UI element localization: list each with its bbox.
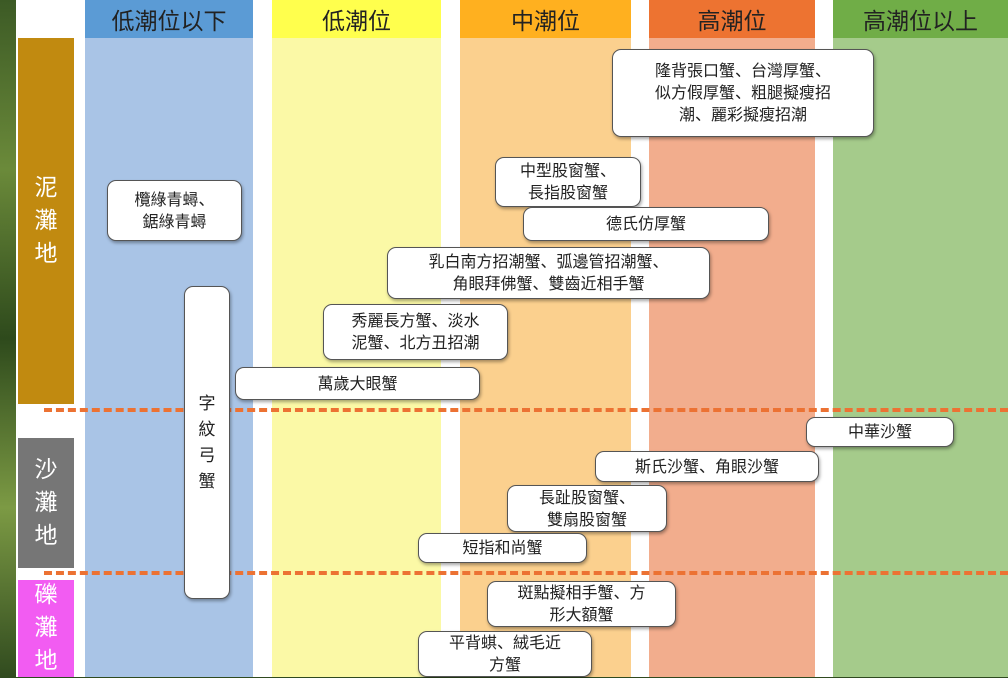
header-high-tide: 高潮位 xyxy=(649,0,815,38)
header-low-tide: 低潮位 xyxy=(272,0,441,38)
species-label: 秀麗長方蟹、淡水 泥蟹、北方丑招潮 xyxy=(323,304,508,360)
species-label: 中華沙蟹 xyxy=(806,417,954,447)
zone-mudflat: 泥 灘 地 xyxy=(18,38,74,404)
divider-mud-sand xyxy=(44,408,1008,412)
zone-mudflat-char: 泥 xyxy=(34,174,58,201)
species-label: 欖綠青蟳、 鋸綠青蟳 xyxy=(107,180,242,241)
species-label: 平背蜞、絨毛近 方蟹 xyxy=(418,631,592,677)
header-above-high-tide: 高潮位以上 xyxy=(833,0,1008,38)
species-label: 斑點擬相手蟹、方 形大額蟹 xyxy=(487,581,676,627)
header-below-low-tide: 低潮位以下 xyxy=(85,0,253,38)
zone-sandflat-char: 沙 xyxy=(34,456,58,483)
species-label: 萬歲大眼蟹 xyxy=(235,367,480,400)
species-label: 長趾股窗蟹、 雙扇股窗蟹 xyxy=(507,485,667,532)
leaf-background-edge xyxy=(0,0,16,677)
column-above-high-tide xyxy=(833,38,1008,677)
header-mid-tide: 中潮位 xyxy=(460,0,631,38)
species-label: 斯氏沙蟹、角眼沙蟹 xyxy=(595,451,819,482)
species-label: 乳白南方招潮蟹、弧邊管招潮蟹、 角眼拜佛蟹、雙齒近相手蟹 xyxy=(387,247,710,299)
zone-mudflat-char: 灘 xyxy=(34,207,58,234)
zone-gravel-char: 灘 xyxy=(34,615,58,641)
column-high-tide xyxy=(649,38,815,677)
species-label: 隆背張口蟹、台灣厚蟹、 似方假厚蟹、粗腿擬瘦招 潮、麗彩擬瘦招潮 xyxy=(612,49,874,137)
species-label: 德氏仿厚蟹 xyxy=(523,207,769,241)
divider-sand-gravel xyxy=(44,571,1008,575)
zone-mudflat-char: 地 xyxy=(34,240,58,267)
zone-gravel-char: 礫 xyxy=(34,582,58,608)
zone-gravel-beach: 礫 灘 地 xyxy=(18,580,74,677)
species-label: 中型股窗蟹、 長指股窗蟹 xyxy=(495,157,641,207)
species-label-vertical: 字 紋 弓 蟹 xyxy=(184,286,230,599)
zone-sandflat: 沙 灘 地 xyxy=(18,438,74,568)
zone-sandflat-char: 地 xyxy=(34,522,58,549)
zone-sandflat-char: 灘 xyxy=(34,489,58,516)
species-label: 短指和尚蟹 xyxy=(418,533,587,563)
zone-gravel-char: 地 xyxy=(34,648,58,674)
